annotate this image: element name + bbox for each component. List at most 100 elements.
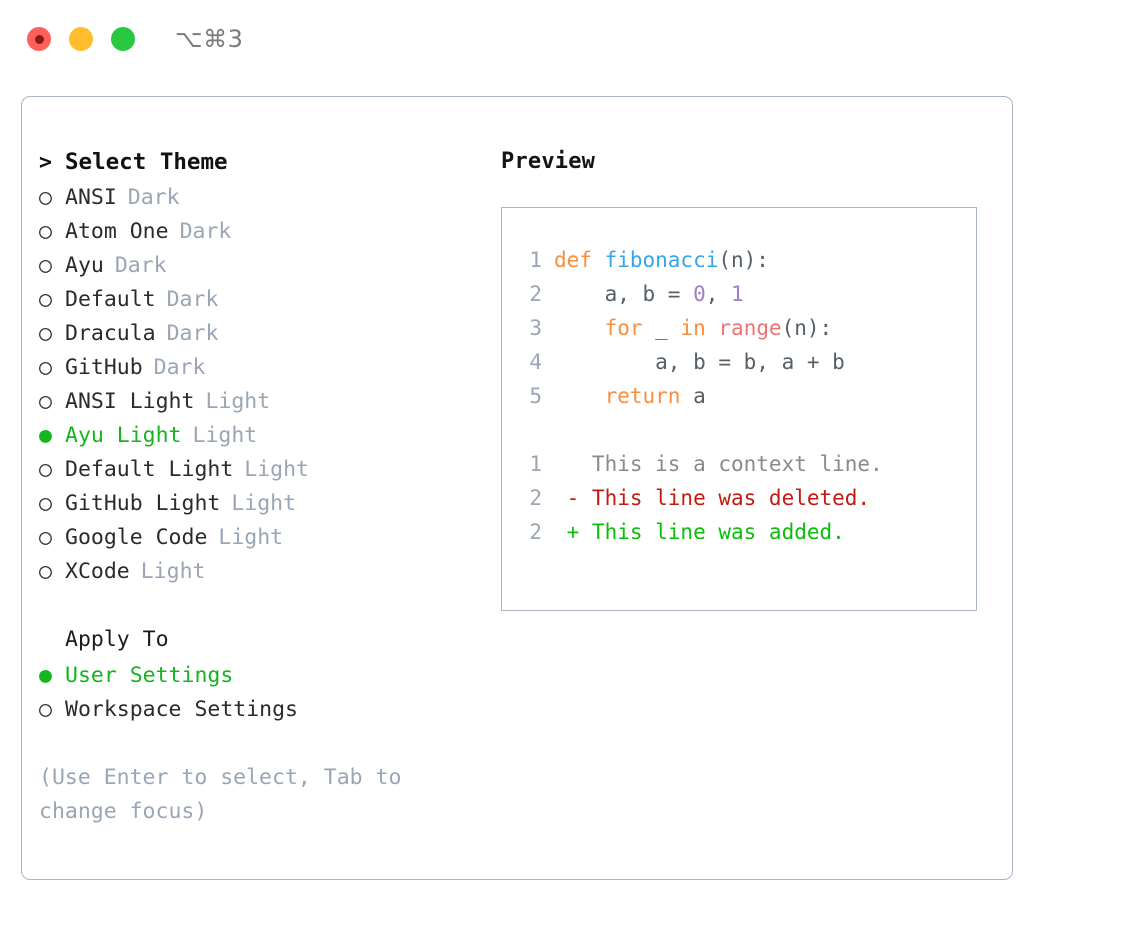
radio-unselected-icon: ○ [39,697,52,722]
apply-to-item[interactable]: ○Workspace Settings [39,697,469,731]
select-theme-heading: > Select Theme [39,149,469,185]
code-line: 3 for _ in range(n): [516,316,970,350]
apply-to-item[interactable]: ● User Settings [39,663,469,697]
code-token: return [604,384,681,408]
radio-unselected-icon: ○ [39,389,52,414]
radio-unselected-icon: ○ [39,559,52,584]
diff-text: This is a context line. [554,452,883,476]
line-number: 4 [529,350,542,374]
theme-name-label: Ayu [65,253,104,278]
apply-to-label: User Settings [65,663,234,688]
code-token: fibonacci [604,248,719,272]
code-line: 5 return a [516,384,970,418]
line-number: 1 [529,452,542,476]
theme-variant-label: Light [192,423,258,448]
theme-name-label: ANSI Light [65,389,195,414]
diff-line: 2 + This line was added. [516,520,970,554]
theme-name-label: Default [65,287,156,312]
code-text: a, b = 0, 1 [554,282,744,306]
code-token: in [680,316,706,340]
theme-list-item[interactable]: ○ Atom One Dark [39,219,469,253]
diff-text: - This line was deleted. [554,486,871,510]
code-token: (n): [718,248,769,272]
code-token: 1 [731,282,744,306]
code-token: a [680,384,706,408]
theme-variant-label: Dark [166,321,219,346]
theme-name-label: GitHub Light [65,491,221,516]
radio-unselected-icon: ○ [39,457,52,482]
code-token [706,316,719,340]
apply-to-heading-label: Apply To [65,627,169,652]
code-token: (n): [781,316,833,340]
theme-variant-label: Dark [114,253,167,278]
code-text: for _ in range(n): [554,316,833,340]
theme-list-item[interactable]: ○ GitHub Light Light [39,491,469,525]
code-line: 2 a, b = 0, 1 [516,282,970,316]
radio-unselected-icon: ○ [39,355,52,380]
code-token: for [604,316,643,340]
radio-selected-icon: ● [39,663,52,688]
zoom-button[interactable] [111,27,135,51]
theme-name-label: Dracula [65,321,156,346]
code-token [554,384,605,408]
theme-list-item[interactable]: ○ ANSI Light Light [39,389,469,423]
keyboard-hint-text: (Use Enter to select, Tab to change focu… [39,765,415,824]
prompt-caret-icon: > [39,150,52,175]
theme-variant-label: Light [231,491,297,516]
theme-name-label: GitHub [65,355,143,380]
theme-variant-label: Dark [179,219,232,244]
theme-list-item[interactable]: ○ GitHub Dark [39,355,469,389]
theme-list-item[interactable]: ○ Ayu Dark [39,253,469,287]
theme-list-item[interactable]: ○ Default Light Light [39,457,469,491]
apply-to-list: ● User Settings ○Workspace Settings [39,663,469,731]
theme-name-label: Ayu Light [65,423,182,448]
theme-variant-label: Dark [127,185,180,210]
apply-to-heading: ○ Apply To [39,627,469,663]
code-token: 0 [693,282,706,306]
keyboard-shortcut-label: ⌥⌘3 [175,25,244,53]
theme-variant-label: Dark [166,287,219,312]
code-diff-spacer [516,418,970,452]
code-text: def fibonacci(n): [554,248,769,272]
theme-variant-label: Light [244,457,310,482]
list-spacer [39,593,469,627]
line-number: 3 [529,316,542,340]
line-number: 2 [529,486,542,510]
select-theme-heading-label: Select Theme [65,149,228,175]
theme-variant-label: Light [205,389,271,414]
theme-name-label: Google Code [65,525,208,550]
radio-unselected-icon: ○ [39,491,52,516]
traffic-lights [27,27,135,51]
theme-name-label: Default Light [65,457,234,482]
theme-name-label: Atom One [65,219,169,244]
radio-unselected-icon: ○ [39,219,52,244]
theme-name-label: ANSI [65,185,117,210]
code-token: def [554,248,605,272]
code-line: 4 a, b = b, a + b [516,350,970,384]
diff-text: + This line was added. [554,520,845,544]
diff-sample: 1 This is a context line.2 - This line w… [516,452,970,554]
code-token: range [718,316,782,340]
line-number: 1 [529,248,542,272]
radio-unselected-icon: ○ [39,253,52,278]
close-button[interactable] [27,27,51,51]
diff-line: 1 This is a context line. [516,452,970,486]
code-token: _ [642,316,681,340]
title-bar: ⌥⌘3 [0,0,1122,78]
minimize-button[interactable] [69,27,93,51]
code-text: a, b = b, a + b [554,350,845,374]
preview-title: Preview [501,149,596,174]
theme-variant-label: Dark [153,355,206,380]
